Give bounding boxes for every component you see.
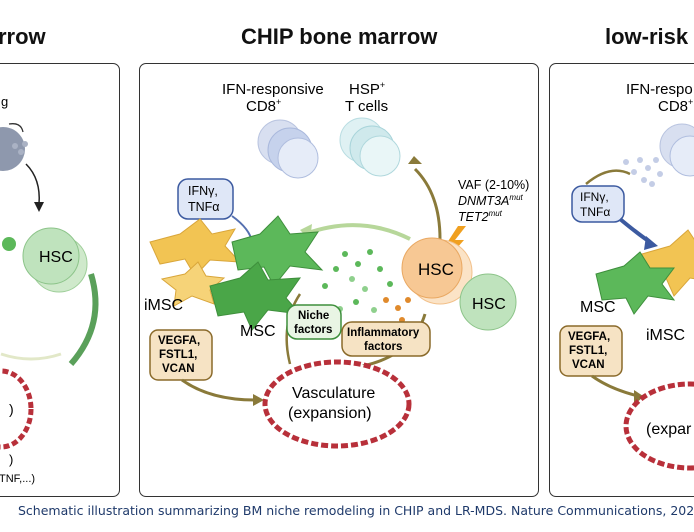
pale-arrow: [0, 352, 62, 361]
imsc-label: iMSC: [144, 297, 183, 314]
right-ifn-cd8-line1: IFN-respo: [626, 81, 693, 98]
center-panel-title: CHIP bone marrow: [241, 24, 438, 49]
hsc-cell: [22, 227, 80, 285]
right-vegfa-arrow: [591, 374, 639, 398]
cytokine-dot: [12, 143, 18, 149]
right-panel-title: low-risk: [605, 24, 689, 49]
left-panel: g HSC ) ) TNF,...): [0, 63, 120, 497]
right-msc-label: MSC: [580, 299, 616, 316]
ifn-tnf-box: [177, 178, 234, 220]
hsc-to-tcell-arrow-head: [408, 156, 422, 164]
hsc-main-label: HSC: [418, 260, 454, 279]
vegfa-line1: VEGFA,: [158, 335, 200, 347]
hsp-label-line1: HSP+: [349, 80, 385, 98]
imsc-cell: [160, 261, 226, 307]
niche-factors-line2: factors: [294, 324, 332, 336]
t-cell-grey: [0, 127, 25, 171]
vaf-label: VAF (2-10%): [458, 178, 529, 192]
right-vegfa-line1: VEGFA,: [568, 331, 610, 343]
center-panel-graphic: IFN-responsive CD8+ HSP+ T cells IFNγ, T…: [144, 80, 529, 449]
right-imsc-label: iMSC: [646, 327, 685, 344]
niche-factor-dots: [322, 249, 411, 323]
left-panel-graphic: g HSC ) ) TNF,...): [0, 94, 99, 485]
green-arrow: [68, 273, 99, 366]
right-cytokine-dots: [623, 157, 663, 187]
vegfa-line2: FSTL1,: [159, 349, 197, 361]
left-bottom-line2: TNF,...): [0, 473, 35, 485]
figure-caption: Schematic illustration summarizing BM ni…: [18, 503, 694, 518]
right-ifn-box-line1: IFNγ,: [580, 190, 609, 204]
left-vessel-paren: ): [9, 401, 14, 417]
hsp-label-line2: T cells: [345, 98, 388, 115]
niche-arrow-top: [304, 223, 411, 241]
arrow: [25, 163, 40, 205]
right-ifn-box-line2: TNFα: [580, 205, 610, 219]
hsc-small-label: HSC: [472, 296, 506, 313]
vasculature-line2: (expansion): [288, 405, 372, 422]
right-panel: IFN-respo CD8+ IFNγ, TNFα MSC iMSC VEGFA…: [549, 63, 694, 497]
msc-label: MSC: [240, 323, 276, 340]
hsc-to-tcell-arrow: [413, 167, 442, 240]
vessel: [0, 368, 34, 450]
tet2-label: TET2mut: [458, 209, 503, 224]
vasculature-vessel: [262, 359, 412, 449]
right-t-cell-front: [669, 135, 694, 177]
right-vegfa-box: [559, 325, 623, 377]
dnmt3a-label: DNMT3Amut: [458, 193, 524, 208]
arrow-head: [34, 202, 44, 212]
cd8-t-cell-front: [277, 137, 319, 179]
hsp-t-cell-front: [359, 135, 401, 177]
vegfa-arrow-head: [253, 394, 264, 406]
right-vegfa-line2: FSTL1,: [569, 345, 607, 357]
right-ifn-arrow-head: [644, 236, 658, 250]
right-vasculature-label: (expar: [646, 421, 692, 438]
vegfa-box: [149, 329, 213, 381]
center-panel: IFN-responsive CD8+ HSP+ T cells IFNγ, T…: [139, 63, 539, 497]
right-ifn-tnf-box: [571, 185, 625, 223]
niche-factors-box: [286, 304, 342, 340]
left-hsc-label: HSC: [39, 249, 73, 266]
ifn-cd8-label-line2: CD8+: [246, 97, 281, 115]
inflammatory-line1: Inflammatory: [347, 327, 420, 339]
vasculature-line1: Vasculature: [292, 385, 375, 402]
right-olive-arrow: [585, 169, 631, 185]
vegfa-arrow: [181, 378, 256, 402]
hsc-cell-main: [401, 237, 463, 299]
inflammatory-factors-box: [341, 321, 431, 357]
msc-fragment: [2, 237, 16, 251]
ifn-box-line1: IFNγ,: [188, 184, 218, 198]
right-vasculature-vessel: [623, 381, 694, 471]
left-panel-title: rrow: [0, 24, 46, 49]
cytokine-dot: [18, 149, 24, 155]
ifn-cd8-label-line1: IFN-responsive: [222, 81, 324, 98]
right-panel-graphic: IFN-respo CD8+ IFNγ, TNFα MSC iMSC VEGFA…: [559, 81, 694, 471]
hsc-cell-small: [459, 273, 517, 331]
right-ifn-arrow: [618, 217, 652, 244]
right-msc-cell: [595, 251, 676, 315]
imsc-cell: [149, 218, 242, 277]
inflammatory-line2: factors: [364, 341, 402, 353]
vegfa-line3: VCAN: [162, 363, 195, 375]
right-vegfa-line3: VCAN: [572, 359, 605, 371]
niche-factors-line1: Niche: [298, 310, 329, 322]
left-bottom-line1: ): [9, 452, 13, 467]
right-ifn-cd8-line2: CD8+: [658, 97, 693, 115]
cytokine-dot: [22, 141, 28, 147]
left-top-label: g: [1, 94, 8, 109]
arrow: [8, 123, 24, 133]
ifn-box-line2: TNFα: [188, 200, 220, 214]
